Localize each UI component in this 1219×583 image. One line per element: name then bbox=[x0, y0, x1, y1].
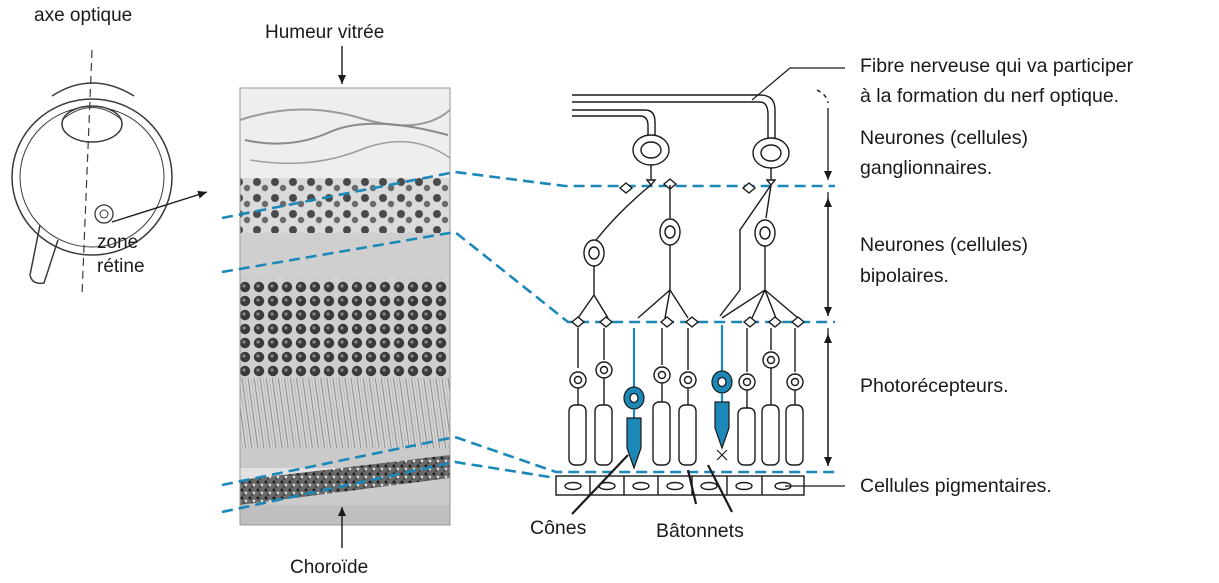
humeur-vitree-label: Humeur vitrée bbox=[265, 21, 384, 44]
bipolar-cell-2 bbox=[638, 185, 688, 318]
cones-label: Cônes bbox=[530, 514, 586, 542]
rod-5 bbox=[738, 328, 755, 465]
cone-1 bbox=[624, 328, 644, 468]
retina-label: rétine bbox=[97, 255, 145, 278]
retina-zone-marker bbox=[95, 205, 113, 223]
ganglion-label-line2: ganglionnaires. bbox=[860, 154, 992, 182]
optic-nerve bbox=[30, 225, 58, 283]
eye-to-micrograph-arrow bbox=[112, 192, 207, 222]
rod-7 bbox=[786, 328, 803, 465]
bipolar-label-line2: bipolaires. bbox=[860, 262, 949, 290]
eye-diagram bbox=[12, 50, 172, 295]
ganglion-cell-left bbox=[633, 135, 669, 185]
ganglion-cell-right bbox=[753, 138, 789, 185]
cornea bbox=[52, 83, 134, 96]
photoreceptors-label: Photorécepteurs. bbox=[860, 372, 1009, 400]
bipolar-label-line1: Neurones (cellules) bbox=[860, 231, 1028, 259]
optical-axis-label: axe optique bbox=[34, 4, 132, 27]
bipolar-cell-1 bbox=[578, 185, 651, 318]
pigment-cells-label: Cellules pigmentaires. bbox=[860, 472, 1052, 500]
rods-label: Bâtonnets bbox=[656, 517, 744, 545]
rod-4 bbox=[679, 328, 696, 465]
rod-6 bbox=[762, 328, 779, 465]
zone-label: zone bbox=[97, 231, 138, 254]
retina-schema bbox=[556, 90, 828, 495]
rod-1 bbox=[569, 328, 586, 465]
nerve-fiber-label-line1: Fibre nerveuse qui va participer bbox=[860, 52, 1133, 80]
lens bbox=[62, 106, 122, 142]
nerve-fiber-label-line2: à la formation du nerf optique. bbox=[860, 82, 1119, 110]
choroide-label: Choroïde bbox=[290, 556, 368, 579]
rod-3 bbox=[653, 328, 670, 465]
optical-axis-line bbox=[82, 50, 92, 295]
ganglion-label-line1: Neurones (cellules) bbox=[860, 124, 1028, 152]
cone-2 bbox=[712, 325, 732, 460]
rod-2 bbox=[595, 328, 612, 465]
